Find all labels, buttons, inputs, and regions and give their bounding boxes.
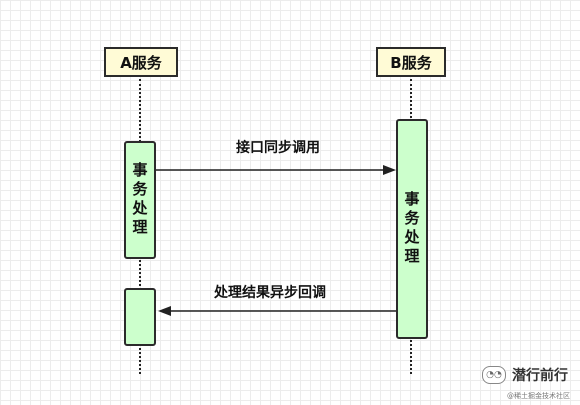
- async-callback-arrowhead: [158, 306, 171, 316]
- activation-a-second: [124, 288, 156, 346]
- watermark-brand: 潜行前行: [512, 368, 568, 384]
- activation-a-first: 事务处理: [124, 141, 156, 259]
- watermark: ◔◔ 潜行前行: [482, 365, 568, 385]
- participant-b: B服务: [376, 47, 446, 77]
- sync-call-arrowhead: [383, 165, 396, 175]
- async-callback-label: 处理结果异步回调: [214, 285, 326, 301]
- participant-a-label: A服务: [120, 53, 162, 72]
- activation-b-main: 事务处理: [396, 119, 428, 339]
- participant-a: A服务: [104, 47, 178, 77]
- participant-b-label: B服务: [390, 53, 432, 72]
- wechat-icon: ◔◔: [482, 366, 506, 384]
- activation-a-first-label: 事务处理: [130, 162, 149, 238]
- watermark-sub: @稀土掘金技术社区: [507, 392, 570, 400]
- activation-b-main-label: 事务处理: [402, 191, 421, 267]
- sync-call-label: 接口同步调用: [236, 140, 320, 156]
